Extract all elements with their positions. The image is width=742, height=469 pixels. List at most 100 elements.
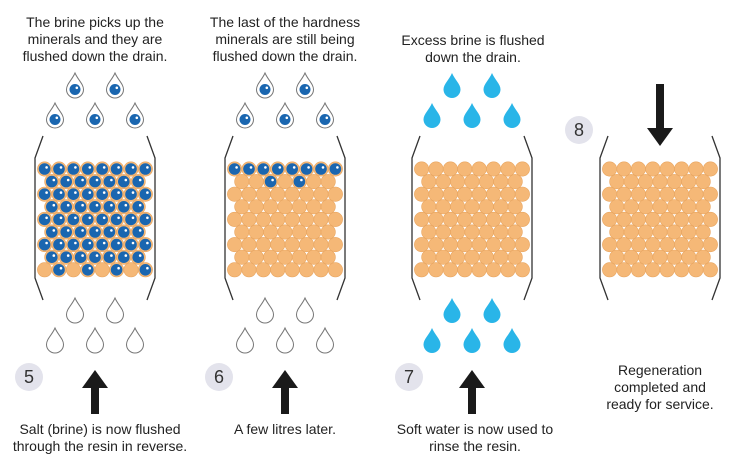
drop-outline-shape: [105, 296, 125, 324]
mineral-highlight: [45, 191, 48, 194]
mineral-ion: [118, 226, 130, 238]
resin-bead: [702, 161, 718, 177]
mineral-highlight: [117, 241, 120, 245]
resin-bead: [227, 237, 243, 253]
mineral-highlight: [124, 229, 128, 232]
resin-bead: [227, 262, 243, 278]
resin-bead: [507, 199, 523, 215]
resin-bead: [457, 161, 473, 177]
mineral-ion: [132, 251, 144, 263]
resin-bead: [450, 224, 466, 240]
mineral-highlight: [52, 203, 56, 207]
resin-bed-step-7: [414, 161, 530, 278]
resin-bead: [602, 211, 618, 227]
drop-outline-shape: [45, 326, 65, 354]
mineral-ion: [132, 226, 144, 238]
mineral-highlight: [88, 216, 92, 220]
resin-bead: [659, 262, 675, 278]
mineral-highlight: [300, 178, 303, 182]
resin-bead: [507, 224, 523, 240]
mineral-ion: [82, 163, 94, 175]
step-8-badge: 8: [565, 116, 593, 144]
resin-bead: [602, 186, 618, 202]
resin-bead: [270, 237, 286, 253]
resin-bead: [681, 174, 697, 190]
lower-drops-step-7: [423, 298, 521, 353]
tank-wall: [34, 135, 156, 301]
mineral-highlight: [264, 166, 267, 169]
resin-bead: [234, 199, 250, 215]
mineral-drop: [45, 101, 65, 129]
resin-bead: [500, 262, 516, 278]
resin-bead: [327, 186, 343, 202]
mineral-ion: [103, 251, 116, 263]
mineral-highlight: [81, 254, 84, 257]
mineral-highlight: [59, 216, 63, 220]
resin-bead: [428, 237, 444, 253]
mineral-ion: [103, 226, 116, 238]
mineral-highlight: [265, 86, 269, 90]
mineral-ion: [38, 163, 51, 175]
resin-bead: [486, 262, 502, 278]
mineral-ion: [38, 238, 51, 251]
resin-bead: [514, 161, 530, 177]
mineral-ion: [118, 251, 130, 263]
resin-bead: [241, 237, 257, 253]
mineral-ion: [110, 264, 123, 276]
mineral-ion: [139, 188, 152, 200]
arrow-head: [459, 370, 485, 388]
mineral-highlight: [285, 116, 289, 120]
mineral-ion: [139, 238, 152, 251]
mineral-highlight: [307, 166, 310, 169]
mineral-highlight: [110, 203, 113, 207]
resin-bead: [652, 174, 668, 190]
tank-wall: [599, 135, 721, 301]
mineral-highlight: [74, 166, 77, 169]
resin-bead: [688, 262, 704, 278]
resin-bead: [486, 237, 502, 253]
mineral-highlight: [95, 229, 99, 232]
mineral-highlight: [55, 116, 59, 120]
mineral-highlight: [95, 116, 99, 120]
resin-bead: [645, 262, 661, 278]
mineral-highlight: [102, 166, 106, 169]
resin-bead: [442, 186, 458, 202]
mineral-ion: [53, 213, 65, 226]
resin-bead: [227, 186, 243, 202]
mineral-highlight: [138, 203, 142, 207]
resin-bead: [248, 224, 264, 240]
mineral-ion: [82, 238, 94, 251]
resin-bead: [702, 186, 718, 202]
step-6-bottom-caption: A few litres later.: [234, 421, 336, 437]
resin-bead: [464, 249, 480, 265]
mineral-ion: [60, 251, 72, 263]
resin-bead: [327, 237, 343, 253]
water-drop: [443, 298, 461, 323]
mineral-highlight: [95, 178, 99, 182]
step-8-bottom-caption: Regeneration completed and ready for ser…: [606, 362, 714, 412]
mineral-ion: [82, 213, 94, 226]
resin-bead: [414, 237, 430, 253]
resin-bead: [450, 174, 466, 190]
mineral-ion: [96, 238, 108, 251]
mineral-highlight: [292, 166, 296, 169]
mineral-highlight: [115, 86, 119, 90]
resin-bead: [255, 211, 271, 227]
mineral-highlight: [117, 266, 120, 270]
mineral-highlight: [138, 178, 142, 182]
mineral-drop: [275, 101, 295, 129]
mineral-ion: [110, 238, 123, 251]
resin-bead: [659, 211, 675, 227]
resin-bead: [457, 262, 473, 278]
resin-bead: [681, 199, 697, 215]
mineral-highlight: [74, 191, 77, 194]
mineral-highlight: [321, 166, 325, 169]
resin-bed-step-5: [37, 161, 153, 278]
mineral-ion: [53, 163, 65, 175]
mineral-ion: [139, 163, 152, 175]
resin-bead: [630, 186, 646, 202]
resin-bead: [284, 262, 300, 278]
mineral-ion: [89, 114, 101, 125]
resin-bead: [478, 174, 494, 190]
